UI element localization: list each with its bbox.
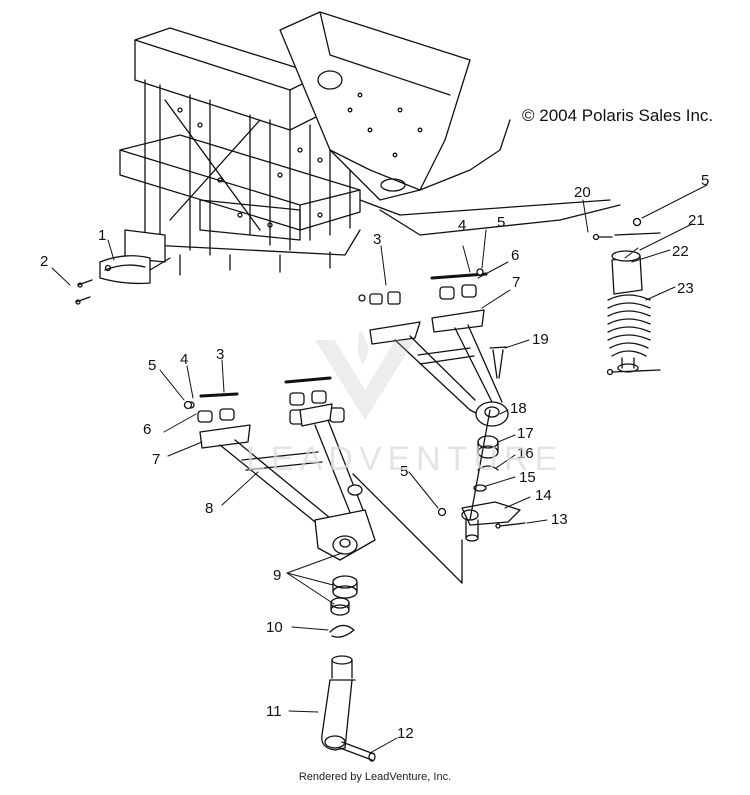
callout-9: 9 <box>273 567 281 584</box>
bolt-19 <box>489 346 507 379</box>
callout-18: 18 <box>510 400 527 417</box>
nut-5a <box>183 400 193 410</box>
upper-a-arm <box>358 268 509 427</box>
callout-3a: 3 <box>216 346 224 363</box>
callout-16: 16 <box>517 445 534 462</box>
callout-23: 23 <box>677 280 694 297</box>
callout-15: 15 <box>519 469 536 486</box>
chassis-frame <box>119 11 621 276</box>
callout-7b: 7 <box>512 274 520 291</box>
callout-numbers: 1 2 3 4 5 6 7 3 4 5 6 7 8 9 10 11 12 13 … <box>40 172 709 742</box>
callout-22: 22 <box>672 243 689 260</box>
callout-6b: 6 <box>511 247 519 264</box>
nut-5d <box>632 217 642 227</box>
callout-14: 14 <box>535 487 552 504</box>
callout-5a: 5 <box>148 357 156 374</box>
callout-21: 21 <box>688 212 705 229</box>
callout-19: 19 <box>532 331 549 348</box>
callout-20: 20 <box>574 184 591 201</box>
washer-15 <box>473 484 487 492</box>
callout-2: 2 <box>40 253 48 270</box>
callout-11: 11 <box>266 703 282 720</box>
snap-ring-10 <box>329 624 355 638</box>
lower-a-arm <box>187 376 376 561</box>
callout-12: 12 <box>397 725 414 742</box>
bolt-13 <box>495 522 526 529</box>
callout-4b: 4 <box>458 217 466 234</box>
footer-credit: Rendered by LeadVenture, Inc. <box>298 771 452 783</box>
screw-part <box>75 279 93 305</box>
spindle-11 <box>321 655 356 751</box>
callout-5b: 5 <box>497 214 505 231</box>
shock-absorber <box>592 217 661 376</box>
callout-6a: 6 <box>143 421 151 438</box>
callout-5d: 5 <box>701 172 709 189</box>
callout-10: 10 <box>266 619 283 636</box>
callout-3b: 3 <box>373 231 381 248</box>
callout-7a: 7 <box>152 451 160 468</box>
assembly-guide-lines <box>352 409 491 584</box>
copyright-notice: © 2004 Polaris Sales Inc. <box>522 106 714 125</box>
leader-lines <box>51 184 708 754</box>
callout-13: 13 <box>551 511 568 528</box>
callout-5c: 5 <box>400 463 408 480</box>
nut-5c <box>437 507 447 517</box>
bolt-12 <box>339 741 376 762</box>
callout-8: 8 <box>205 500 213 517</box>
watermark-text: LEADVENTURE <box>246 440 564 478</box>
bumper-bracket-part <box>99 255 171 285</box>
callout-1: 1 <box>98 227 106 244</box>
callout-4a: 4 <box>180 351 188 368</box>
callout-17: 17 <box>517 425 534 442</box>
bushing-9 <box>330 575 358 616</box>
watermark-logo-icon <box>315 330 415 420</box>
ball-joint-14 <box>461 501 521 542</box>
